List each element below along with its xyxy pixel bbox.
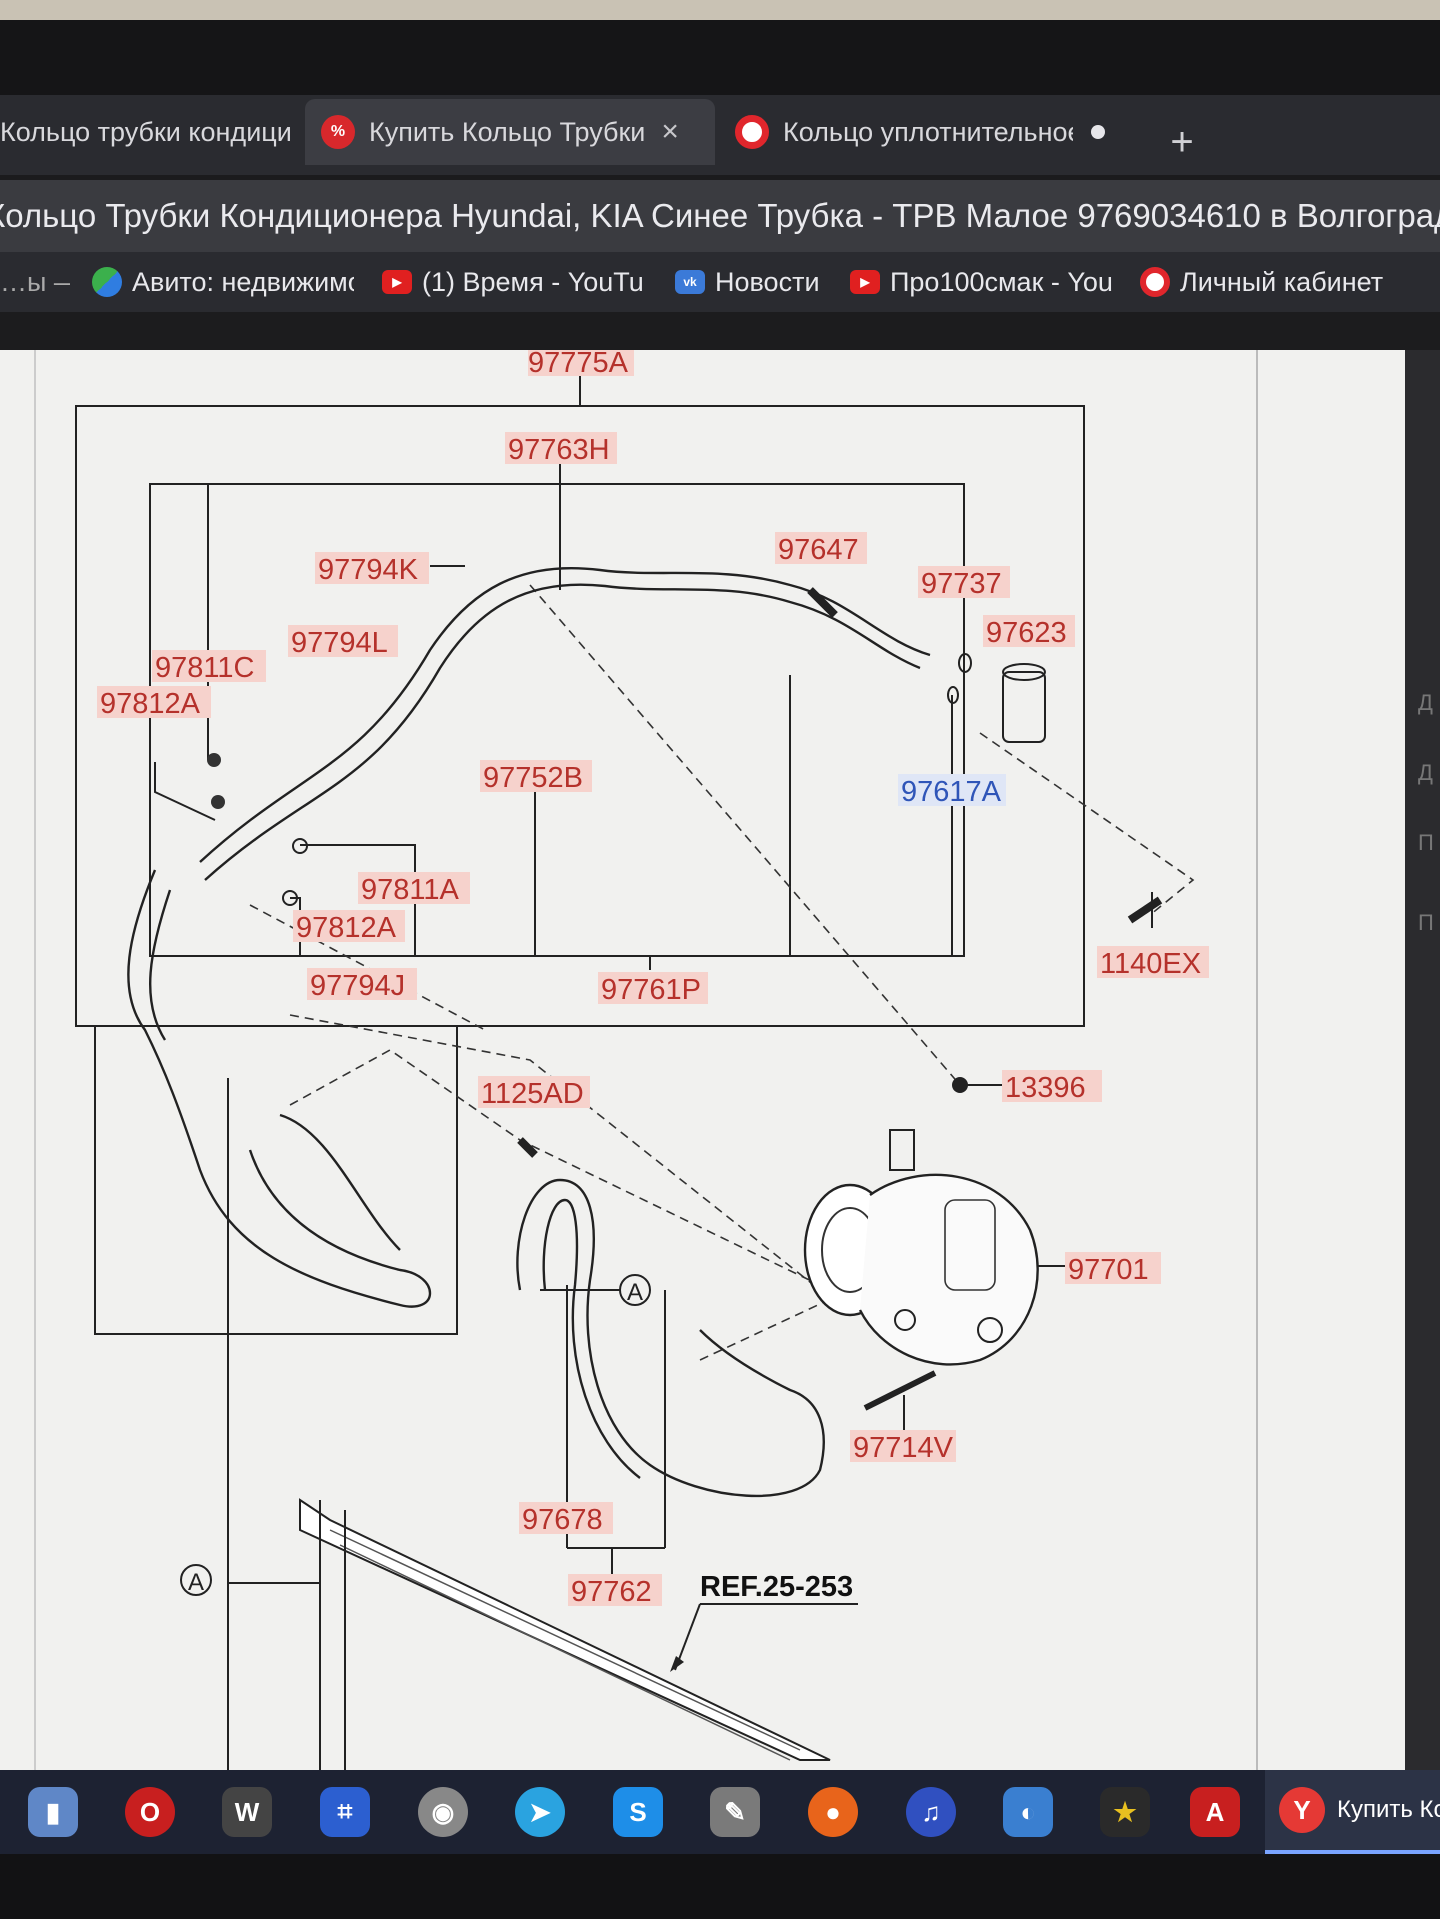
part-label-97812a-top: 97812A (100, 688, 201, 720)
bookmark-label: Авито: недвижимость (132, 266, 354, 297)
parts-diagram-page: A A 97775A 97763H 97647 97737 97623 9779… (0, 350, 1405, 1770)
side-text-fragment: Д (1418, 760, 1433, 785)
connection-marker-a-label: A (188, 1569, 204, 1596)
bookmark-personal-cabinet[interactable]: Личный кабинет (1140, 260, 1390, 304)
part-label-97701: 97701 (1068, 1254, 1149, 1286)
chrome-icon[interactable]: ◉ (418, 1787, 468, 1837)
side-text-fragment: Д (1418, 690, 1433, 715)
ring-icon (1140, 267, 1170, 297)
bookmark-label: Личный кабинет (1180, 266, 1384, 297)
taskbar-yandex-browser[interactable]: Y Купить Ко (1265, 1770, 1440, 1854)
part-label-97812a-bottom: 97812A (296, 912, 397, 944)
tab-label: Купить Кольцо Трубки (369, 116, 646, 147)
bookmarks-bar: …ы — Я Авито: недвижимость ▶ (1) Время -… (0, 252, 1440, 312)
opera-icon[interactable]: O (125, 1787, 175, 1837)
part-label-1140ex: 1140EX (1100, 948, 1201, 980)
outer-frame (75, 405, 1085, 1027)
telegram-icon[interactable]: ➤ (515, 1787, 565, 1837)
connection-marker-a (180, 1564, 212, 1596)
tab-label: Кольцо трубки кондиционера (0, 116, 290, 147)
side-text-fragment: П (1418, 830, 1434, 855)
bookmark-vk-news[interactable]: vk Новости (675, 260, 835, 304)
bookmark-avito[interactable]: Авито: недвижимость (92, 260, 354, 304)
part-label-1125ad: 1125AD (481, 1078, 584, 1110)
bookmark-label: …ы — Я (0, 266, 70, 297)
monitor-bezel-top (0, 20, 1440, 100)
file-icon[interactable]: ▮ (28, 1787, 78, 1837)
bookmark-pro100smak[interactable]: ▶ Про100смак - YouTube (850, 260, 1112, 304)
pdf-icon[interactable]: A (1190, 1787, 1240, 1837)
page-title: Кольцо Трубки Кондиционера Hyundai, KIA … (0, 197, 1440, 234)
nut-13396 (952, 1077, 968, 1093)
part-label-97794j: 97794J (310, 970, 405, 1002)
reference-label: REF.25-253 (700, 1571, 853, 1603)
part-label-97811c: 97811C (155, 652, 254, 684)
part-label-97763h: 97763H (508, 434, 610, 466)
part-label-97737: 97737 (921, 568, 1002, 600)
shop-icon: % (321, 115, 355, 149)
game-icon[interactable]: ◐ (1003, 1787, 1053, 1837)
youtube-icon: ▶ (850, 270, 880, 294)
part-label-97794k: 97794K (318, 554, 419, 586)
windows-taskbar: ▮ O W ⌗ ◉ ➤ S ✎ ● ♫ ◐ ★ A Y Купить Ко (0, 1770, 1440, 1854)
taskbar-window-label: Купить Ко (1337, 1796, 1440, 1823)
part-label-97775a: 97775A (528, 350, 629, 379)
ring-icon (735, 115, 769, 149)
tab-ring-tube[interactable]: Кольцо трубки кондиционера (0, 99, 290, 165)
part-label-97762: 97762 (571, 1576, 652, 1608)
yandex-browser-icon: Y (1279, 1787, 1325, 1833)
skype-icon[interactable]: S (613, 1787, 663, 1837)
tab-label: Кольцо уплотнительное (783, 116, 1073, 147)
ac-parts-diagram: A A 97775A 97763H 97647 97737 97623 9779… (34, 350, 1258, 1770)
tab-buy-ring[interactable]: % Купить Кольцо Трубки × (305, 99, 715, 165)
condenser (228, 1498, 831, 1770)
monitor-bezel-bottom (0, 1854, 1440, 1919)
toolbar-shadow (0, 312, 1440, 352)
part-label-97623: 97623 (986, 617, 1067, 649)
side-text-fragment: П (1418, 910, 1434, 935)
part-label-97752b: 97752B (483, 762, 583, 794)
bookmark-yandex[interactable]: …ы — Я (0, 260, 70, 304)
part-label-97647: 97647 (778, 534, 859, 566)
headset-icon[interactable]: ♫ (906, 1787, 956, 1837)
part-label-97714v: 97714V (853, 1432, 954, 1464)
page-side-panel (1405, 350, 1440, 1770)
connection-marker-a-label: A (627, 1279, 643, 1306)
youtube-icon: ▶ (382, 270, 412, 294)
tab-sealing-ring[interactable]: Кольцо уплотнительное (735, 99, 1115, 165)
browser-tab-bar: Кольцо трубки кондиционера % Купить Коль… (0, 95, 1440, 175)
page-title-bar: Кольцо Трубки Кондиционера Hyundai, KIA … (0, 180, 1440, 252)
bookmark-youtube-time[interactable]: ▶ (1) Время - YouTube (382, 260, 644, 304)
bookmark-label: Про100смак - YouTube (890, 266, 1112, 297)
bookmark-label: (1) Время - YouTube (422, 266, 644, 297)
world-of-tanks-icon[interactable]: W (222, 1787, 272, 1837)
star-icon[interactable]: ★ (1100, 1787, 1150, 1837)
part-label-97794l: 97794L (291, 627, 388, 659)
compressor-97701 (803, 1129, 1039, 1366)
new-tab-button[interactable]: + (1170, 119, 1194, 164)
firefox-icon[interactable]: ● (808, 1787, 858, 1837)
part-label-13396: 13396 (1005, 1072, 1086, 1104)
inner-frame (149, 483, 965, 957)
part-label-97761p: 97761P (601, 974, 701, 1006)
bookmark-label: Новости (715, 266, 820, 297)
part-label-97811a: 97811A (361, 874, 459, 906)
crop-icon[interactable]: ⌗ (320, 1787, 370, 1837)
part-label-97617a: 97617A (901, 776, 1002, 808)
close-tab-icon[interactable]: × (661, 115, 679, 148)
paint-icon[interactable]: ✎ (710, 1787, 760, 1837)
receiver-drier-97623 (1002, 663, 1046, 743)
part-label-97678: 97678 (522, 1504, 603, 1536)
vk-icon: vk (675, 270, 705, 294)
tab-unsaved-dot-icon (1091, 125, 1105, 139)
avito-icon (92, 267, 122, 297)
